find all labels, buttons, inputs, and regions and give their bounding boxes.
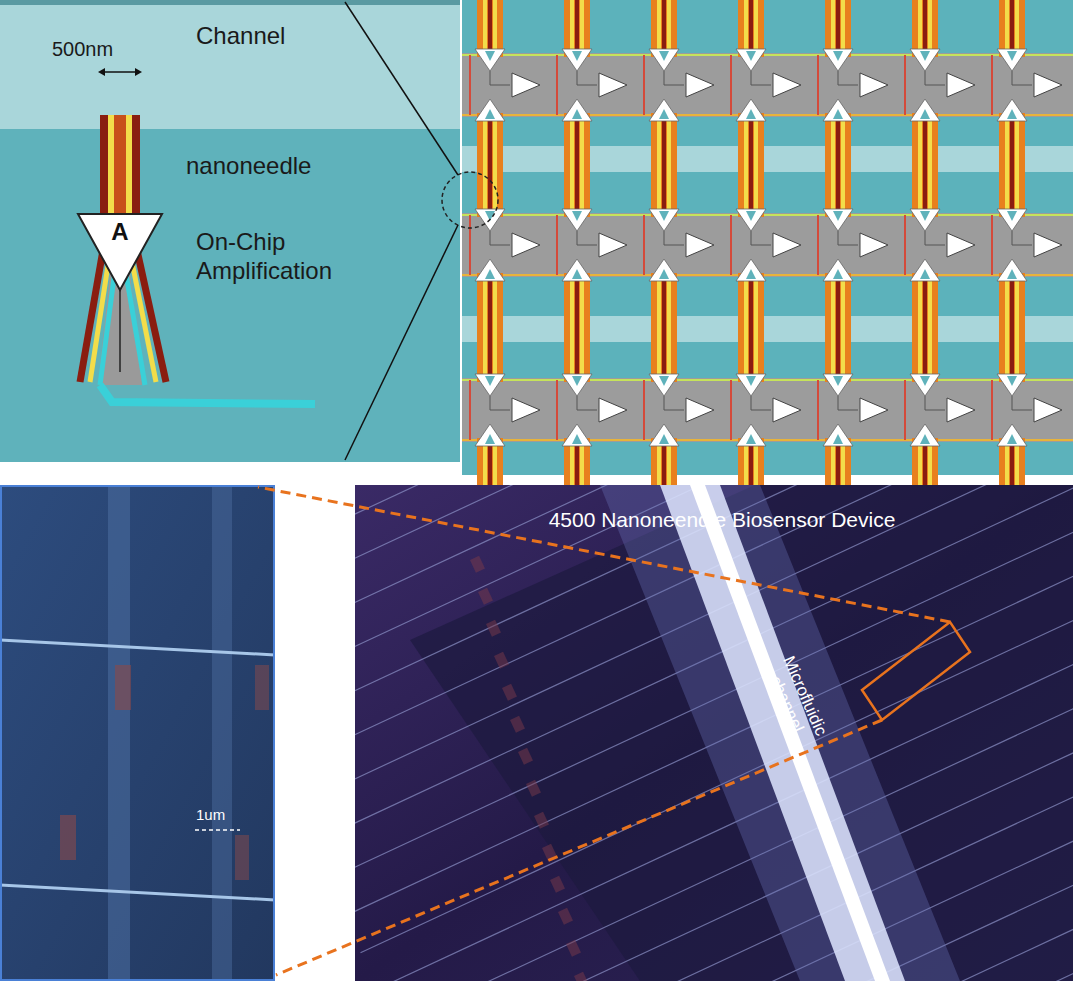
part-label: On-Chip Amplification xyxy=(196,228,376,286)
device-micrograph xyxy=(107,29,1073,981)
zoom-highlight xyxy=(258,487,970,975)
part-label: nanoneedle xyxy=(186,152,311,180)
schematic-panel xyxy=(0,0,460,462)
region-label: Channel xyxy=(196,22,285,50)
device-title: 4500 Nanoneendle Biosensor Device xyxy=(549,508,896,532)
amplifier-triangle: A xyxy=(76,212,164,292)
zoomed-micrograph xyxy=(0,485,275,981)
amplifier-letter: A xyxy=(76,218,164,246)
dimension-label: 500nm xyxy=(52,38,113,61)
scale-label: 1um xyxy=(196,806,225,823)
zoom-callout xyxy=(345,2,498,460)
sensor-array xyxy=(462,0,1073,495)
